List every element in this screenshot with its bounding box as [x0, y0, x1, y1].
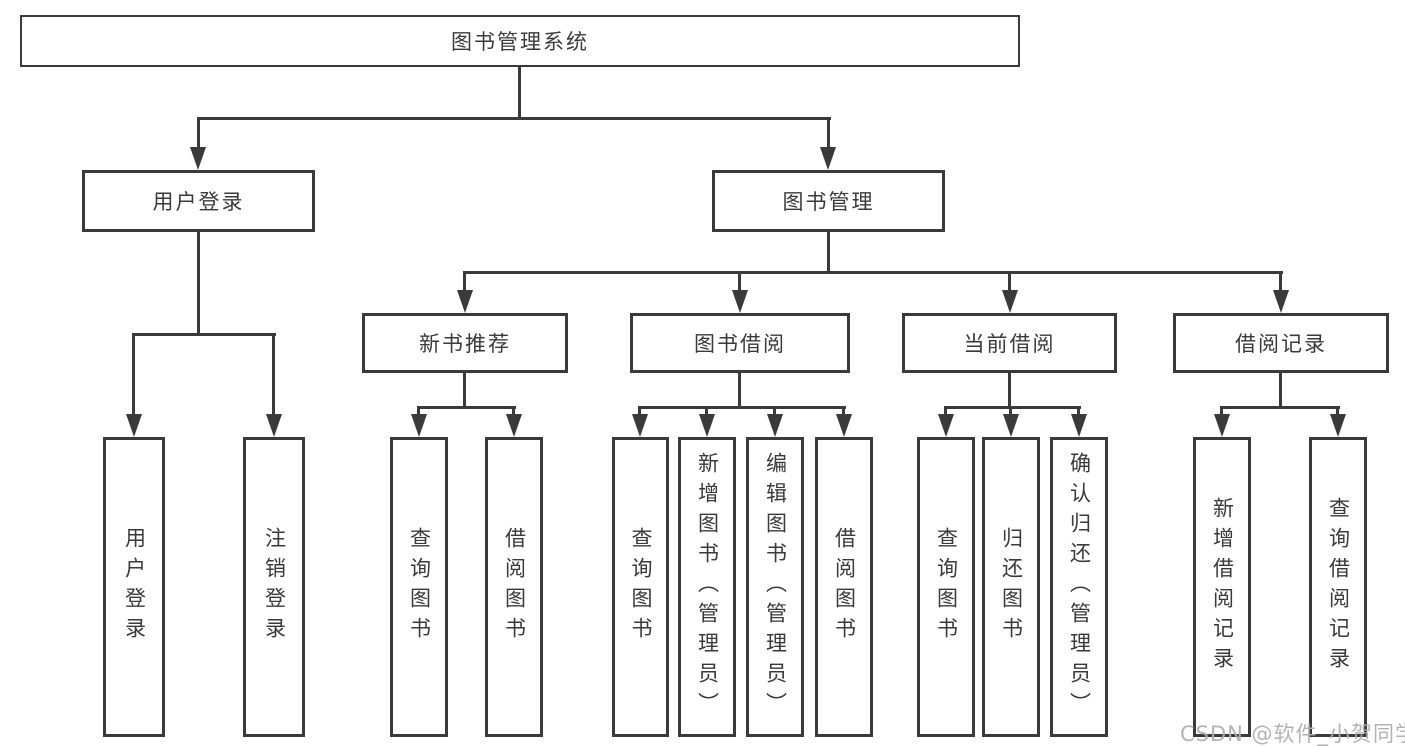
arrowhead-book-borrowing [732, 290, 748, 313]
node-borrowing-records: 借阅记录 [1173, 313, 1389, 373]
edge-drop-bb-edit [773, 406, 776, 418]
leaf-cb-confirm-return-admin: 确认归还（管理员） [1050, 437, 1108, 737]
leaf-br-add-record-label: 新增借阅记录 [1210, 497, 1235, 677]
arrowhead-nb-borrow [506, 414, 522, 437]
node-user-login: 用户登录 [82, 170, 315, 232]
leaf-br-add-record: 新增借阅记录 [1193, 437, 1251, 737]
node-new-book-recommend: 新书推荐 [362, 313, 568, 373]
leaf-cb-return-books: 归还图书 [982, 437, 1040, 737]
arrowhead-user-login [190, 147, 206, 170]
leaf-bb-borrow-books: 借阅图书 [815, 437, 873, 737]
leaf-cb-query-books: 查询图书 [917, 437, 975, 737]
leaf-bb-query-books-label: 查询图书 [629, 527, 653, 647]
arrowhead-cb-query [938, 414, 954, 437]
edge-level3-bus [463, 271, 1283, 274]
leaf-bb-add-books-admin: 新增图书（管理员） [678, 437, 736, 737]
edge-drop-nb-borrow [512, 406, 515, 418]
edge-current-borrowing-stem [1008, 373, 1011, 408]
watermark: CSDN @软件_小贺同学 [1180, 722, 1405, 746]
node-book-borrowing: 图书借阅 [630, 313, 850, 373]
arrowhead-br-query [1330, 414, 1346, 437]
arrowhead-bb-add [699, 414, 715, 437]
arrowhead-leaf-user-login [126, 414, 142, 437]
edge-drop-bb-query [638, 406, 641, 418]
arrowhead-bb-query [632, 414, 648, 437]
arrowhead-book-management [820, 147, 836, 170]
arrowhead-br-add [1214, 414, 1230, 437]
arrowhead-bb-borrow [836, 414, 852, 437]
leaf-cb-query-books-label: 查询图书 [934, 527, 959, 647]
node-book-management: 图书管理 [712, 170, 945, 232]
edge-drop-borrowing-records [1279, 271, 1282, 293]
edge-new-book-bus [417, 406, 516, 409]
edge-level2-bus [197, 117, 831, 120]
edge-drop-nb-query [417, 406, 420, 418]
edge-drop-current-borrowing [1008, 271, 1011, 293]
arrowhead-borrowing-records [1273, 290, 1289, 313]
leaf-nb-query-books: 查询图书 [390, 437, 448, 737]
leaf-bb-edit-books-admin-label: 编辑图书（管理员） [763, 452, 788, 722]
edge-drop-leaf-user-login [132, 333, 135, 418]
edge-drop-cb-return [1009, 406, 1012, 418]
edge-book-management-stem [827, 232, 830, 273]
arrowhead-cb-confirm [1071, 414, 1087, 437]
edge-user-login-stem [197, 232, 200, 335]
leaf-logout: 注销登录 [243, 437, 305, 737]
leaf-bb-add-books-admin-label: 新增图书（管理员） [695, 452, 720, 722]
leaf-br-query-record: 查询借阅记录 [1309, 437, 1367, 737]
edge-drop-bb-borrow [842, 406, 845, 418]
edge-borrowing-records-bus [1220, 406, 1340, 409]
edge-current-borrowing-bus [944, 406, 1081, 409]
edge-root-stem [518, 67, 521, 118]
edge-drop-bb-add [705, 406, 708, 418]
edge-drop-cb-confirm [1077, 406, 1080, 418]
leaf-nb-borrow-books: 借阅图书 [485, 437, 543, 737]
leaf-nb-query-books-label: 查询图书 [407, 527, 432, 647]
edge-book-borrowing-stem [738, 373, 741, 408]
edge-drop-new-book [463, 271, 466, 293]
arrowhead-new-book [457, 290, 473, 313]
arrowhead-bb-edit [767, 414, 783, 437]
edge-book-borrowing-bus [638, 406, 846, 409]
edge-drop-user-login [197, 117, 200, 149]
edge-drop-book-management [827, 117, 830, 149]
leaf-cb-return-books-label: 归还图书 [999, 527, 1024, 647]
edge-borrowing-records-stem [1279, 373, 1282, 408]
edge-drop-br-add [1220, 406, 1223, 418]
leaf-cb-confirm-return-admin-label: 确认归还（管理员） [1067, 452, 1092, 722]
edge-drop-cb-query [944, 406, 947, 418]
leaf-user-login: 用户登录 [103, 437, 165, 737]
arrowhead-cb-return [1003, 414, 1019, 437]
arrowhead-nb-query [411, 414, 427, 437]
leaf-nb-borrow-books-label: 借阅图书 [502, 527, 527, 647]
arrowhead-leaf-logout [266, 414, 282, 437]
node-current-borrowing: 当前借阅 [902, 313, 1117, 373]
edge-drop-br-query [1336, 406, 1339, 418]
leaf-br-query-record-label: 查询借阅记录 [1326, 497, 1351, 677]
node-library-system: 图书管理系统 [20, 15, 1020, 67]
leaf-bb-borrow-books-label: 借阅图书 [832, 527, 857, 647]
leaf-user-login-label: 用户登录 [122, 527, 147, 647]
edge-new-book-stem [463, 373, 466, 408]
arrowhead-current-borrowing [1002, 290, 1018, 313]
leaf-bb-edit-books-admin: 编辑图书（管理员） [746, 437, 804, 737]
edge-user-login-bus [132, 333, 276, 336]
leaf-bb-query-books: 查询图书 [612, 437, 669, 737]
leaf-logout-label: 注销登录 [262, 527, 287, 647]
edge-drop-book-borrowing [738, 271, 741, 293]
edge-drop-leaf-logout [272, 333, 275, 418]
